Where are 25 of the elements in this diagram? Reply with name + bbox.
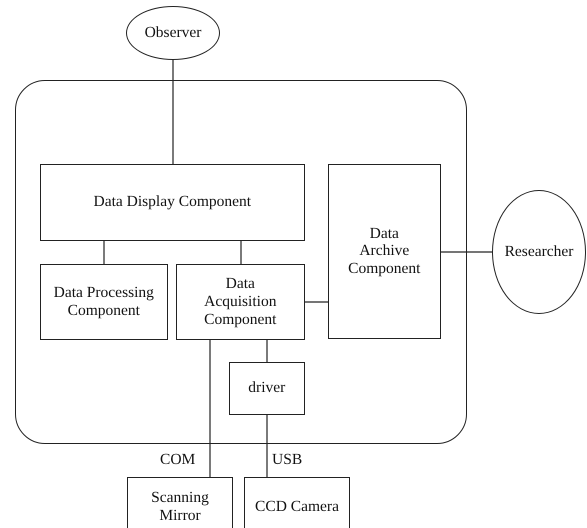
connector-line (103, 241, 105, 264)
node-label: Data Acquisition Component (203, 275, 278, 329)
node-label: Scanning Mirror (150, 489, 210, 525)
device-box (244, 477, 350, 528)
connector-line (266, 415, 268, 477)
driver-box (228, 362, 305, 415)
connector-line (441, 251, 492, 253)
connector-line (172, 60, 174, 164)
node-label: Researcher (504, 243, 574, 261)
connector-line (305, 301, 328, 303)
node-label: CCD Camera (254, 498, 340, 516)
component-box (328, 164, 441, 339)
component-box (40, 164, 305, 241)
node-label: Observer (144, 24, 202, 42)
connector-line (266, 340, 268, 362)
node-label: Data Display Component (92, 193, 252, 212)
component-box (40, 264, 168, 340)
connector-line (240, 241, 242, 264)
system-boundary (15, 80, 467, 444)
node-label: Data Processing Component (52, 284, 155, 320)
connector-line (209, 340, 211, 477)
node-label: driver (247, 379, 286, 398)
component-box (176, 264, 305, 340)
node-label: Data Archive Component (347, 224, 422, 278)
device-box (127, 477, 233, 528)
